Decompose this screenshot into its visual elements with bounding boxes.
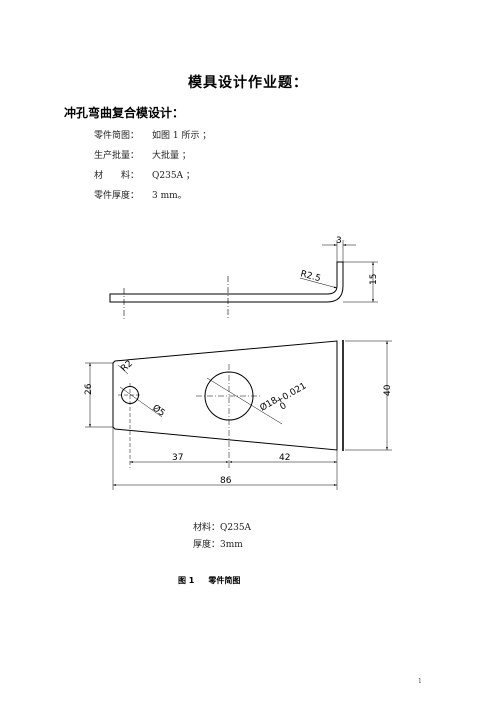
plan-view: [85, 340, 392, 490]
bent-strip-outline: [109, 261, 344, 303]
page-title: 模具设计作业题：: [188, 75, 308, 91]
dim-corner-radius: R2: [119, 359, 135, 374]
page-number: 1: [418, 678, 422, 685]
spec-row-thickness: 零件厚度： 3 mm。: [94, 188, 187, 201]
blank-outline: [112, 340, 338, 451]
dim-thickness-top: 3: [336, 236, 342, 246]
dim-height: 15: [369, 274, 379, 285]
spec-row-material: 材 料： Q235A ；: [94, 168, 195, 181]
spec-row-batch: 生产批量： 大批量 ；: [94, 148, 191, 161]
dim-left-height: 26: [84, 383, 94, 395]
thickness-note: 厚度：3mm: [193, 540, 243, 550]
spec-label: 生产批量：: [94, 151, 140, 161]
dim-right-height: 40: [383, 384, 393, 396]
spec-label: 零件简图：: [94, 131, 140, 141]
dim-total-length: 86: [220, 476, 232, 486]
spec-label: 材 料：: [94, 171, 140, 181]
dim-big-hole-tolerance-low: 0: [279, 401, 289, 413]
dim-small-hole: Ø5: [150, 402, 167, 418]
figure-number: 图 1: [178, 576, 195, 585]
spec-label: 零件厚度：: [94, 191, 140, 201]
spec-row-sketch: 零件简图： 如图 1 所示 ；: [94, 128, 211, 141]
spec-value: 大批量 ；: [152, 151, 191, 161]
dim-dist-right: 42: [279, 453, 290, 463]
side-view: [109, 240, 378, 320]
section-heading: 冲孔弯曲复合模设计：: [64, 106, 185, 120]
figure-title: 零件简图: [208, 576, 241, 585]
dim-dist-left: 37: [172, 453, 183, 463]
spec-value: Q235A ；: [152, 171, 195, 181]
dim-bend-radius: R2.5: [299, 269, 321, 284]
figure-caption: 图 1 零件简图: [178, 575, 240, 586]
spec-value: 如图 1 所示 ；: [152, 131, 212, 141]
spec-value: 3 mm。: [152, 191, 187, 201]
material-note: 材料：Q235A: [193, 523, 252, 533]
